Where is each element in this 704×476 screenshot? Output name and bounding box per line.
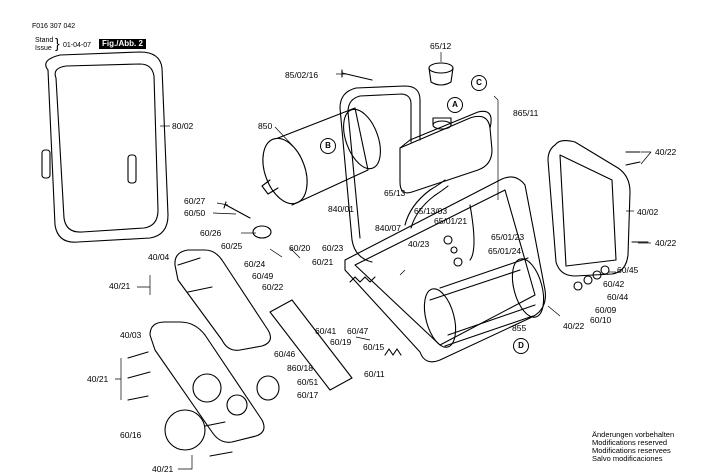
spring-60-11 [384, 348, 402, 356]
part-label-60-26: 60/26 [200, 228, 222, 238]
part-label-40-03: 40/03 [120, 330, 142, 340]
part-label-40-22-mid: 40/22 [655, 238, 677, 248]
part-label-40-23: 40/23 [408, 239, 430, 249]
part-label-60-10: 60/10 [590, 315, 612, 325]
part-label-840-07: 840/07 [375, 223, 401, 233]
part-label-60-09: 60/09 [595, 305, 617, 315]
part-label-40-21-middle: 40/21 [87, 374, 109, 384]
part-label-60-20: 60/20 [289, 243, 311, 253]
part-label-65-01-21: 65/01/21 [434, 216, 468, 226]
part-label-60-41: 60/41 [315, 326, 337, 336]
header-brace: } [55, 35, 60, 51]
part-label-40-22-top: 40/22 [655, 147, 677, 157]
part-label-60-25: 60/25 [221, 241, 243, 251]
part-label-40-02: 40/02 [637, 207, 659, 217]
part-label-60-50: 60/50 [184, 208, 206, 218]
hose-65-13 [404, 179, 446, 226]
part-label-60-23: 60/23 [322, 243, 344, 253]
figure-label: Fig./Abb. 2 [99, 39, 146, 49]
part-label-840-01: 840/01 [328, 204, 354, 214]
footer-note-line-1: Änderungen vorbehalten [592, 430, 675, 439]
part-label-60-49: 60/49 [252, 271, 274, 281]
disc-60-16 [164, 409, 206, 451]
part-label-60-21: 60/21 [312, 257, 334, 267]
part-label-65-13: 65/13 [384, 188, 406, 198]
part-label-60-11: 60/11 [364, 369, 385, 379]
footer-note-line-3: Modifications reservees [592, 446, 671, 455]
screw-85-02-16 [341, 69, 373, 81]
part-label-65-01-24: 65/01/24 [488, 246, 522, 256]
part-label-860-18: 860/18 [287, 363, 313, 373]
spring-60-47 [349, 276, 376, 283]
part-label-60-15: 60/15 [363, 342, 385, 352]
leader-lines [115, 52, 652, 470]
part-label-60-19: 60/19 [330, 337, 352, 347]
callout-a: A [447, 97, 463, 113]
part-label-60-42: 60/42 [603, 279, 625, 289]
part-label-850: 850 [258, 121, 273, 131]
issue-label: Issue [35, 45, 52, 52]
cover-80-02 [41, 51, 169, 243]
part-label-60-17: 60/17 [297, 390, 319, 400]
stand-label: Stand [35, 37, 54, 44]
footer-note-line-2: Modifications reserved [592, 438, 668, 447]
knob-60-26 [252, 225, 272, 239]
lower-cover-40-03 [149, 321, 265, 443]
part-label-60-27: 60/27 [184, 196, 206, 206]
part-label-40-21-upper: 40/21 [109, 281, 131, 291]
part-label-65-01-23: 65/01/23 [491, 232, 525, 242]
cap-65-12 [428, 62, 454, 86]
part-label-855: 855 [512, 323, 527, 333]
part-label-40-21-lower: 40/21 [152, 464, 174, 474]
doc-number: F016 307 042 [32, 23, 76, 30]
screw-60-27 [223, 201, 251, 219]
issue-date: 01-04-07 [63, 42, 92, 49]
part-label-60-45: 60/45 [617, 265, 639, 275]
part-label-85-02-16: 85/02/16 [285, 70, 319, 80]
disc-60-17 [256, 375, 280, 401]
callout-b: B [320, 138, 336, 154]
side-cover-40-02 [547, 139, 631, 277]
part-label-60-16: 60/16 [120, 430, 142, 440]
callout-d: D [513, 338, 529, 354]
tank-865-11 [399, 110, 493, 194]
part-label-865-11: 865/11 [513, 108, 539, 118]
reel-855 [423, 257, 545, 348]
part-label-60-22: 60/22 [262, 282, 284, 292]
part-label-60-44: 60/44 [607, 292, 629, 302]
rail-860-18 [269, 299, 353, 391]
part-label-65-12: 65/12 [430, 41, 452, 51]
part-label-65-13-03: 65/13/03 [414, 206, 448, 216]
part-label-80-02: 80/02 [172, 121, 194, 131]
part-label-40-22-bottom: 40/22 [563, 321, 585, 331]
side-plate-40-04 [174, 249, 271, 351]
part-label-60-51: 60/51 [297, 377, 319, 387]
footer-note-line-4: Salvo modificaciones [592, 454, 663, 463]
part-label-60-46: 60/46 [274, 349, 296, 359]
part-label-60-24: 60/24 [244, 259, 266, 269]
chassis-840-01 [344, 176, 546, 363]
part-label-40-04: 40/04 [148, 252, 170, 262]
motor-850 [261, 107, 381, 206]
callout-c: C [471, 75, 487, 91]
part-label-60-47: 60/47 [347, 326, 369, 336]
